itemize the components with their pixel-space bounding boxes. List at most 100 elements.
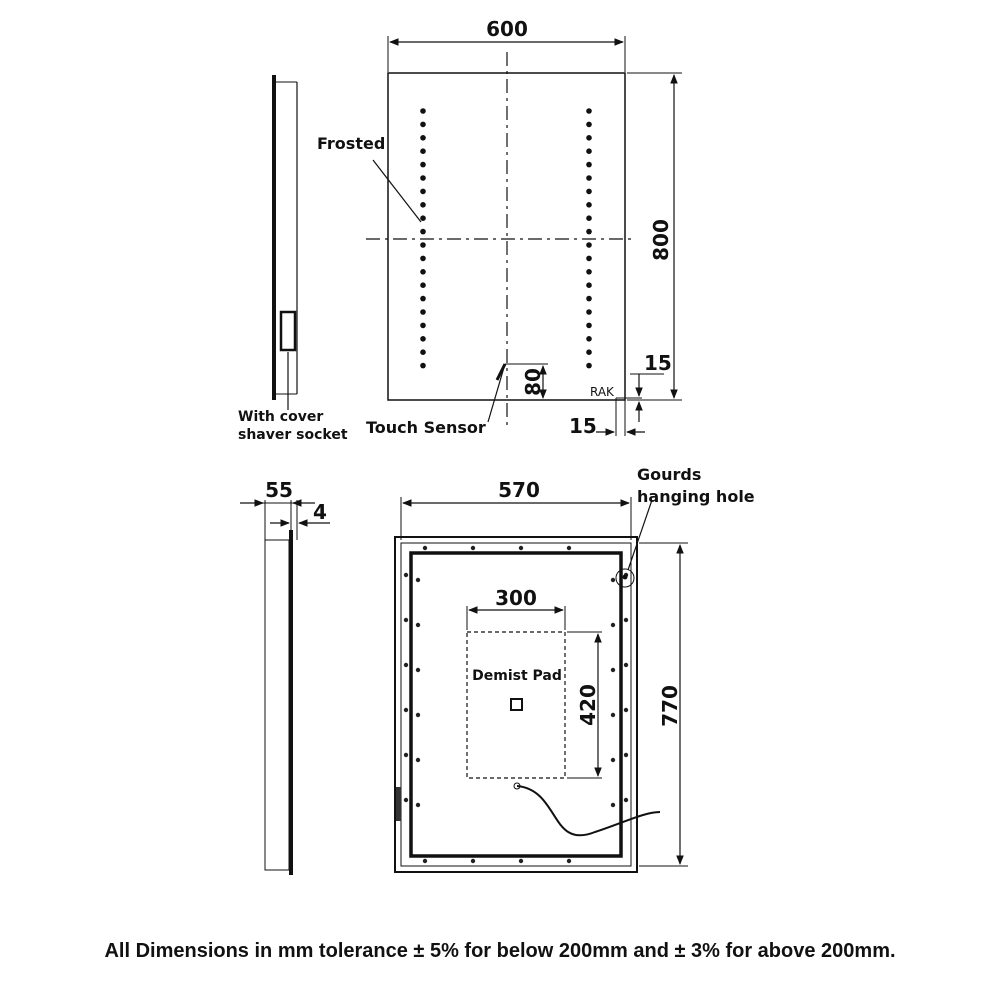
rear-side-latch xyxy=(396,787,401,821)
led-dot xyxy=(586,295,592,302)
section-body xyxy=(264,539,290,871)
corner-offset-v-label: 15 xyxy=(644,351,672,375)
hanging-hole-icon xyxy=(615,568,635,588)
led-dot xyxy=(420,255,426,262)
depth-label: 55 xyxy=(265,478,293,502)
side-profile-view: With cover shaver socket xyxy=(238,75,348,443)
fixing-dot xyxy=(623,662,629,668)
fixing-dot xyxy=(623,797,629,803)
led-dot xyxy=(420,322,426,329)
led-dot xyxy=(420,282,426,289)
pad-connector-icon xyxy=(510,698,523,711)
front-width-label: 600 xyxy=(486,17,528,41)
rear-width-label: 570 xyxy=(498,478,540,502)
touch-sensor-icon xyxy=(495,363,507,381)
led-dot xyxy=(586,135,592,141)
led-dot xyxy=(586,309,592,315)
rear-outer-frame xyxy=(394,536,638,873)
hanging-hole-label-line2: hanging hole xyxy=(637,487,755,506)
rear-inner-frame xyxy=(409,551,623,858)
hanging-hole-leader xyxy=(627,499,653,571)
socket-label-line2: shaver socket xyxy=(238,427,348,443)
led-strip-left xyxy=(420,108,426,369)
glass-thickness-label: 4 xyxy=(313,500,327,524)
led-dot xyxy=(420,242,426,248)
corner-tag: RAK xyxy=(590,385,615,399)
fixing-dot xyxy=(403,707,409,713)
fixing-dot xyxy=(403,752,409,758)
shaver-socket-icon xyxy=(279,310,297,352)
led-dot xyxy=(586,215,592,221)
led-dot xyxy=(586,282,592,289)
fixing-dot xyxy=(610,667,616,673)
fixing-dot xyxy=(566,858,572,864)
led-dot xyxy=(586,175,592,181)
fixing-dot xyxy=(623,617,629,623)
led-dot xyxy=(586,121,592,128)
led-dot xyxy=(586,349,592,356)
fixing-dot xyxy=(403,797,409,803)
led-dot xyxy=(420,161,426,168)
led-dot xyxy=(420,202,426,208)
fixing-dot xyxy=(610,757,616,763)
power-cable xyxy=(516,785,661,837)
front-height-label: 800 xyxy=(649,219,673,261)
led-dot xyxy=(420,269,426,275)
led-dot xyxy=(420,295,426,302)
frosted-leader-line xyxy=(372,159,422,223)
led-dot xyxy=(586,148,592,154)
socket-label-line1: With cover xyxy=(238,409,323,425)
front-view: 600 800 Frosted 80 Touch Sensor RAK 15 1… xyxy=(317,17,682,438)
fixing-dot xyxy=(610,622,616,628)
led-dot xyxy=(586,242,592,248)
touch-sensor-label: Touch Sensor xyxy=(366,418,486,437)
led-dot xyxy=(586,336,592,342)
fixing-dot xyxy=(415,802,421,808)
led-dot xyxy=(586,362,592,369)
fixing-dot xyxy=(610,802,616,808)
led-dot xyxy=(420,215,426,221)
led-dot xyxy=(586,255,592,262)
led-dot xyxy=(420,188,426,195)
led-dot xyxy=(420,108,426,114)
led-dot xyxy=(420,175,426,181)
fixing-dot xyxy=(470,545,476,551)
led-dot xyxy=(420,228,426,235)
fixing-dot xyxy=(415,577,421,583)
led-dot xyxy=(420,362,426,369)
fixing-dot xyxy=(422,545,428,551)
fixing-dot xyxy=(415,757,421,763)
fixing-dot xyxy=(403,662,409,668)
fixing-dot xyxy=(403,617,409,623)
rear-fixing-dots xyxy=(403,545,629,864)
fixing-dot xyxy=(623,752,629,758)
fixing-dot xyxy=(415,667,421,673)
sensor-offset-label: 80 xyxy=(521,368,545,396)
pad-width-label: 300 xyxy=(495,586,537,610)
led-dot xyxy=(586,228,592,235)
led-dot xyxy=(586,202,592,208)
fixing-dot xyxy=(422,858,428,864)
led-dot xyxy=(586,322,592,329)
led-dot xyxy=(420,135,426,141)
fixing-dot xyxy=(470,858,476,864)
led-dot xyxy=(420,336,426,342)
rear-view: 570 770 Gourds hanging hole 300 420 Demi… xyxy=(394,465,755,873)
fixing-dot xyxy=(518,858,524,864)
tolerance-footnote: All Dimensions in mm tolerance ± 5% for … xyxy=(104,940,896,962)
fixing-dot xyxy=(610,577,616,583)
led-dot xyxy=(586,188,592,195)
fixing-dot xyxy=(623,707,629,713)
fixing-dot xyxy=(518,545,524,551)
fixing-dot xyxy=(610,712,616,718)
led-dot xyxy=(420,309,426,315)
led-dot xyxy=(586,161,592,168)
demist-pad-outline xyxy=(466,631,566,779)
led-dot xyxy=(420,349,426,356)
led-dot xyxy=(420,148,426,154)
led-strip-right xyxy=(586,108,592,369)
hanging-hole-label-line1: Gourds xyxy=(637,465,701,484)
corner-offset-h-label: 15 xyxy=(569,414,597,438)
led-dot xyxy=(420,121,426,128)
